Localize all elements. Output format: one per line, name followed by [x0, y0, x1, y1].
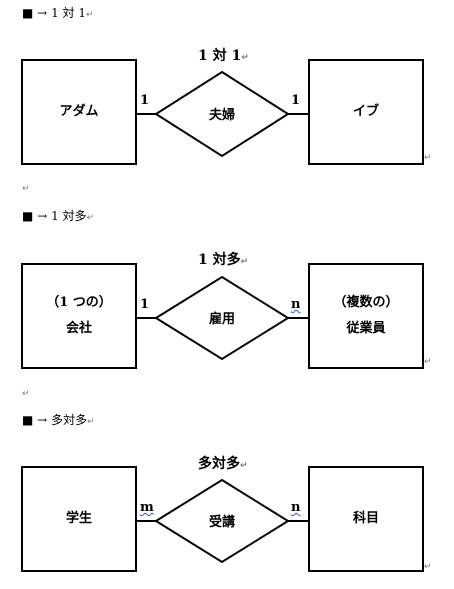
cardinality-left-many-to-many: m — [140, 500, 154, 515]
diagram-title-text: 多対多 — [198, 456, 240, 472]
paragraph-mark: ↵ — [424, 153, 432, 163]
diagram-title-text: 1 対多 — [198, 252, 241, 268]
entity-label-line1: （複数の） — [333, 295, 399, 310]
heading-label: 多対多 — [51, 413, 88, 427]
paragraph-mark: ↵ — [87, 417, 95, 427]
paragraph-mark: ↵ — [240, 461, 248, 471]
diagram-title-text: 1 対 1 — [198, 48, 242, 64]
paragraph-mark: ↵ — [85, 10, 94, 20]
cardinality-right-many-to-many: n — [291, 500, 301, 515]
relationship-text: 雇用 — [208, 312, 235, 327]
cardinality-left-one-to-one: 1 — [140, 93, 150, 108]
entity-box-employees: （複数の） 従業員 — [308, 263, 424, 369]
section-heading-one-to-one: ■ → 1 対 1↵ — [22, 6, 94, 22]
section-heading-one-to-many: ■ → 1 対多↵ — [22, 209, 94, 225]
relationship-label-couple: 夫婦 — [196, 104, 248, 123]
entity-box-company: （1 つの） 会社 — [21, 263, 137, 369]
heading-arrow: → — [37, 413, 48, 427]
paragraph-mark: ↵ — [241, 53, 249, 63]
relationship-diamond-one-to-one — [154, 70, 290, 158]
entity-label: アダム — [59, 104, 99, 119]
paragraph-mark: ↵ — [424, 562, 432, 572]
relationship-text: 夫婦 — [208, 108, 235, 123]
relationship-label-enrollment: 受講 — [196, 511, 248, 530]
cardinality-right-one-to-one: 1 — [291, 93, 301, 108]
entity-label: 科目 — [352, 511, 379, 526]
paragraph-mark: ↵ — [22, 184, 30, 194]
entity-box-adam: アダム — [21, 59, 137, 165]
entity-box-subject: 科目 — [308, 466, 424, 572]
entity-box-student: 学生 — [21, 466, 137, 572]
entity-label-line2: 会社 — [65, 321, 92, 336]
heading-bullet: ■ — [22, 6, 34, 20]
heading-label: 1 対 1 — [51, 6, 86, 20]
heading-bullet: ■ — [22, 413, 34, 427]
diagram-title-one-to-many: 1 対多↵ — [198, 249, 248, 269]
entity-label: イブ — [352, 104, 379, 119]
cardinality-right-one-to-many: n — [291, 297, 301, 312]
relationship-diamond-one-to-many — [154, 275, 290, 361]
cardinality-left-one-to-many: 1 — [140, 297, 150, 312]
heading-label: 1 対多 — [51, 209, 87, 223]
entity-label-line2: 従業員 — [346, 321, 386, 336]
entity-label-line1: （1 つの） — [46, 295, 112, 310]
heading-bullet: ■ — [22, 209, 34, 223]
entity-label: 学生 — [65, 511, 92, 526]
relationship-text: 受講 — [208, 515, 235, 530]
diagram-title-one-to-one: 1 対 1↵ — [198, 45, 249, 65]
heading-arrow: → — [37, 209, 48, 223]
paragraph-mark: ↵ — [424, 357, 432, 367]
relationship-diamond-many-to-many — [154, 478, 290, 564]
paragraph-mark: ↵ — [22, 389, 30, 399]
paragraph-mark: ↵ — [86, 213, 95, 223]
relationship-label-employment: 雇用 — [196, 308, 248, 327]
diagram-title-many-to-many: 多対多↵ — [198, 453, 248, 473]
heading-arrow: → — [37, 6, 48, 20]
section-heading-many-to-many: ■ → 多対多↵ — [22, 413, 95, 429]
paragraph-mark: ↵ — [240, 257, 249, 267]
entity-box-eve: イブ — [308, 59, 424, 165]
